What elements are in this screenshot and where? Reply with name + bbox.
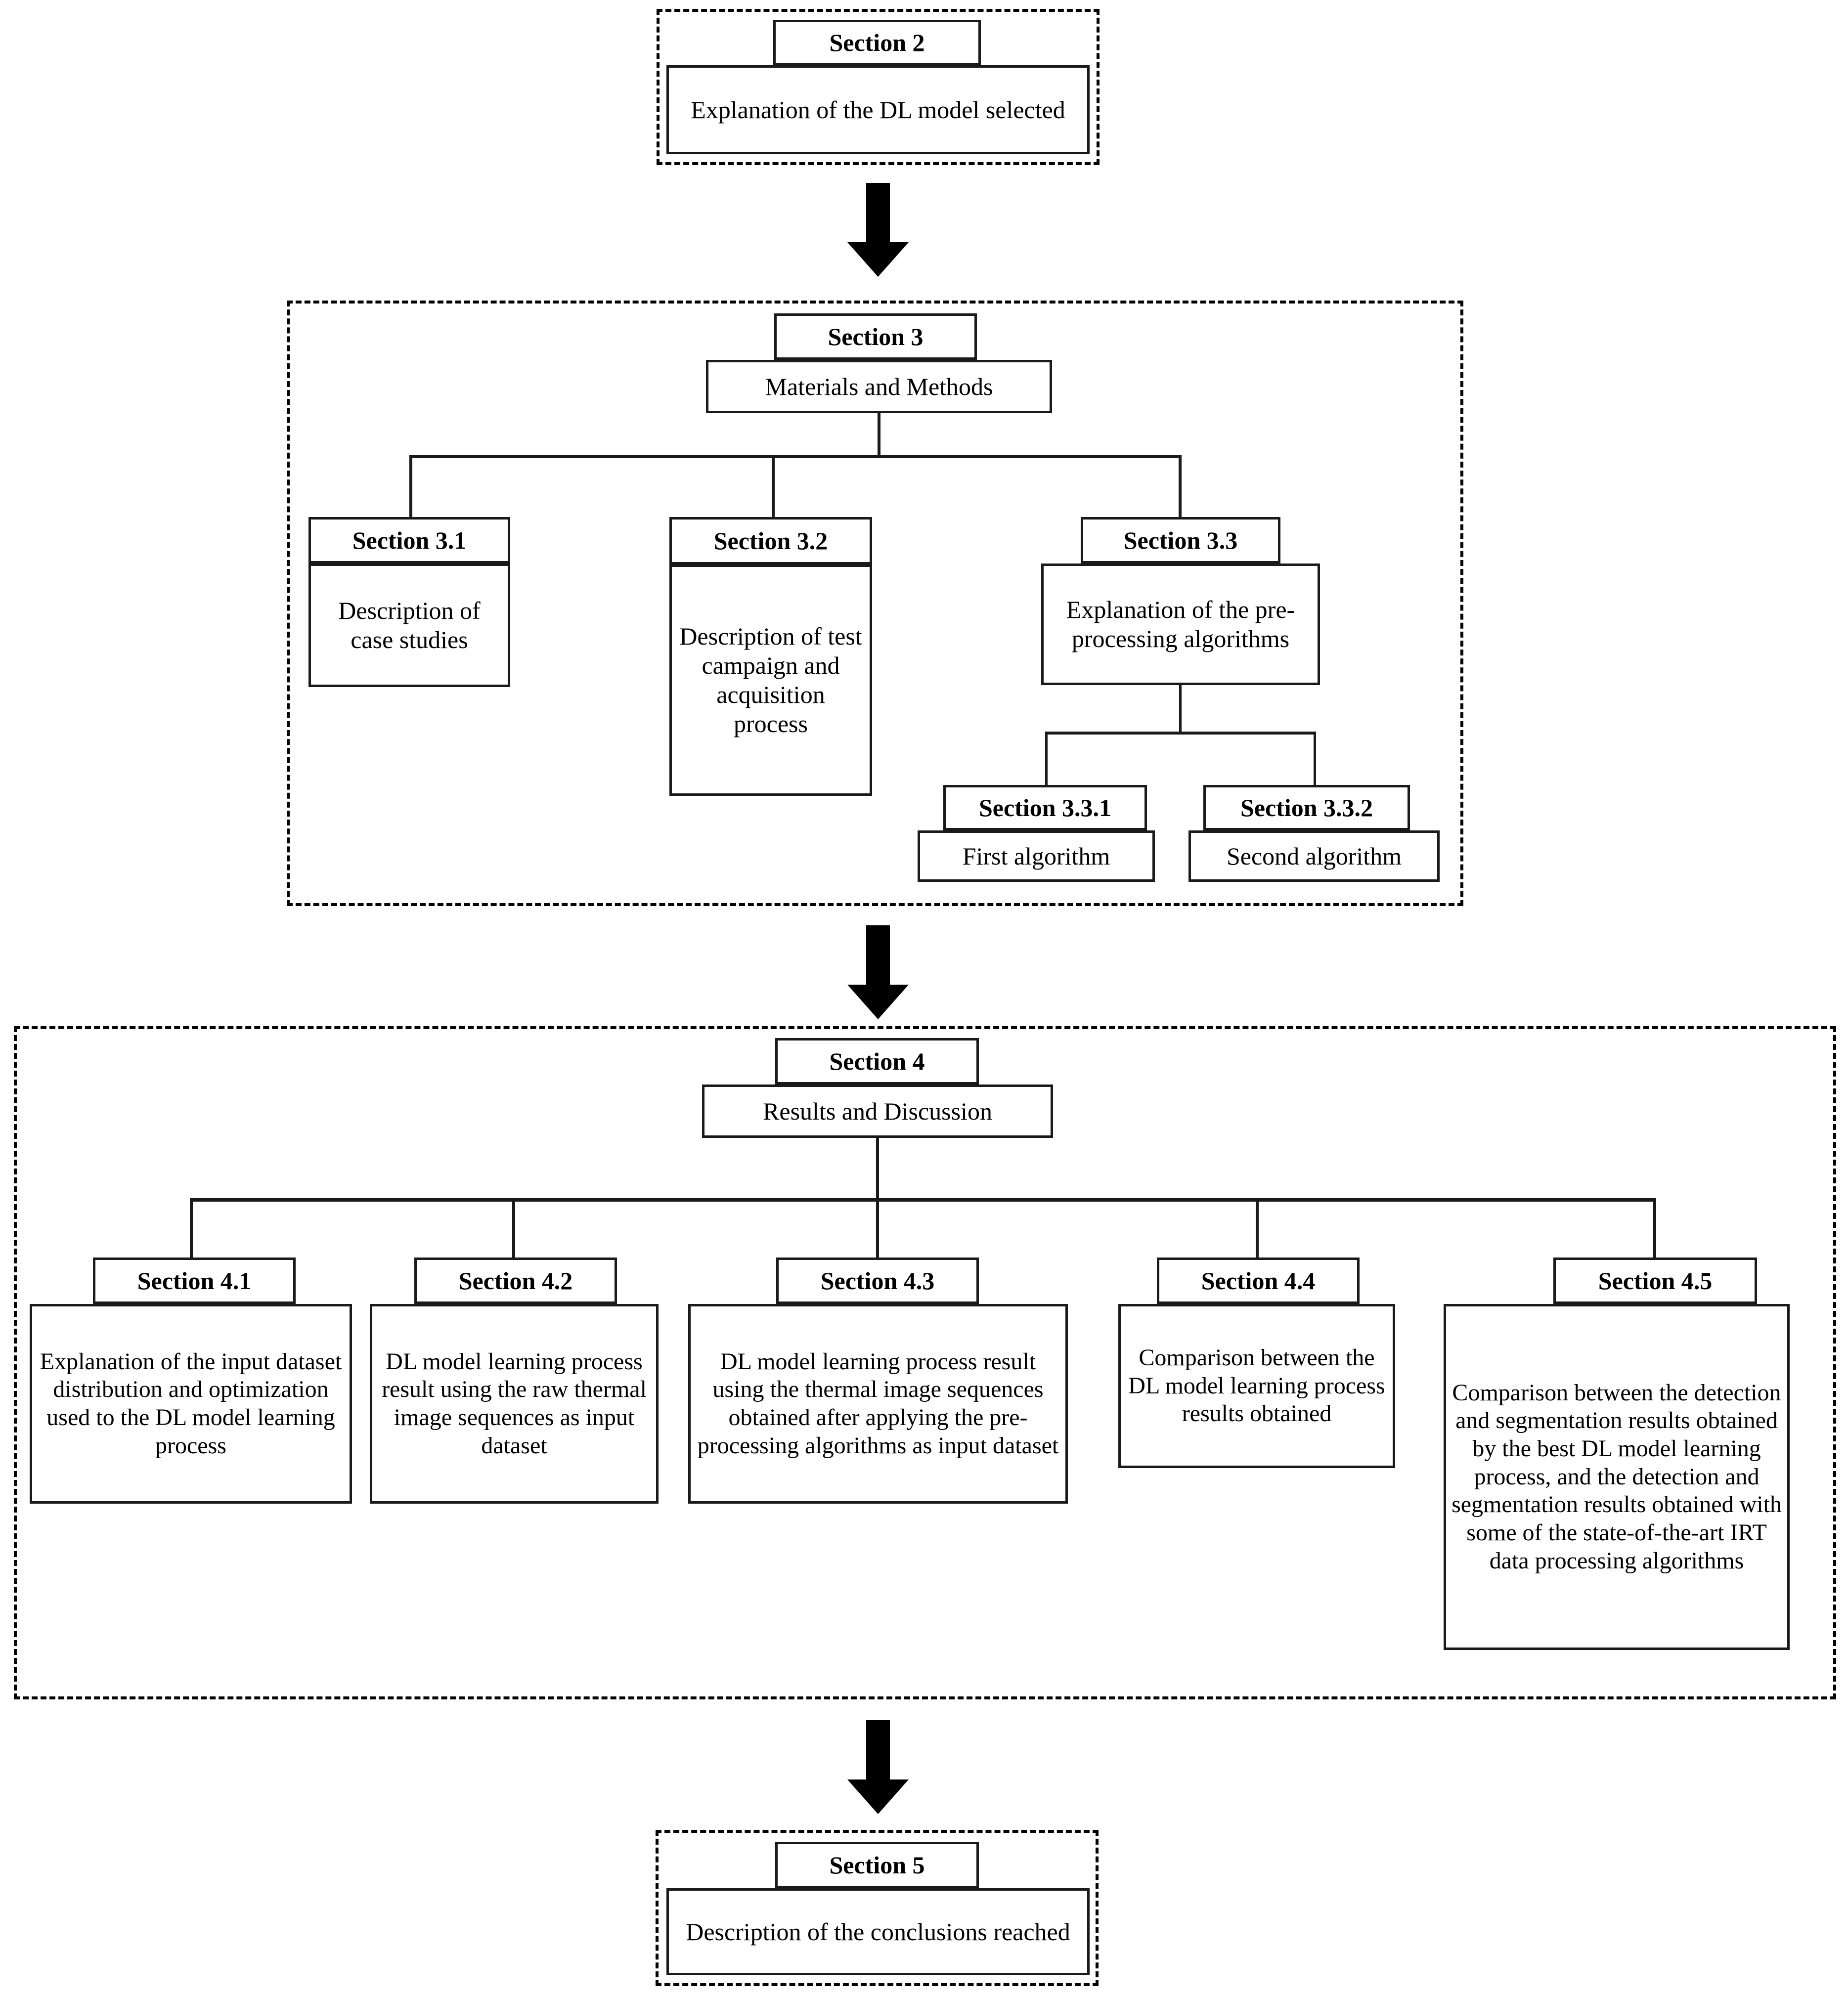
section4-3-header-label: Section 4.3 <box>820 1266 935 1295</box>
connector-s3-stem <box>878 413 880 457</box>
section4-3-body-label: DL model learning process result using t… <box>697 1348 1059 1459</box>
connector-s4-drop-4 <box>1256 1198 1259 1258</box>
arrow-3-to-4 <box>843 925 913 1019</box>
section5-header-box: Section 5 <box>775 1842 979 1888</box>
section4-4-header-box: Section 4.4 <box>1157 1258 1360 1304</box>
section4-3-body-box: DL model learning process result using t… <box>688 1304 1068 1504</box>
section4-5-header-label: Section 4.5 <box>1598 1266 1713 1295</box>
section3-3-1-body-label: First algorithm <box>962 842 1110 870</box>
section3-body-label: Materials and Methods <box>765 372 993 400</box>
connector-s3-drop-3 <box>1179 455 1182 519</box>
connector-s33-bus <box>1045 732 1316 735</box>
section4-3-header-box: Section 4.3 <box>776 1258 979 1304</box>
connector-s33-drop-1 <box>1045 732 1048 786</box>
arrow-shaft <box>866 183 890 244</box>
section4-header-label: Section 4 <box>829 1047 925 1075</box>
section3-3-header-box: Section 3.3 <box>1081 517 1280 564</box>
arrow-shaft <box>866 925 890 987</box>
section4-5-header-box: Section 4.5 <box>1553 1258 1757 1304</box>
section3-2-header-box: Section 3.2 <box>669 517 872 564</box>
arrow-shaft <box>866 1720 890 1781</box>
arrow-4-to-5 <box>843 1720 913 1814</box>
section3-3-2-body-box: Second algorithm <box>1188 830 1440 882</box>
connector-s33-stem <box>1179 685 1182 735</box>
connector-s4-drop-5 <box>1653 1198 1656 1258</box>
section3-group <box>287 301 1463 906</box>
section4-1-body-label: Explanation of the input dataset distrib… <box>40 1348 342 1459</box>
section4-body-label: Results and Discussion <box>763 1097 992 1125</box>
section2-group <box>657 9 1100 165</box>
section3-header-box: Section 3 <box>774 313 977 360</box>
section3-body-box: Materials and Methods <box>706 360 1052 413</box>
section5-body-label: Description of the conclusions reached <box>686 1917 1070 1946</box>
section4-header-box: Section 4 <box>775 1038 979 1084</box>
connector-s4-bus <box>190 1198 1656 1202</box>
connector-s3-drop-2 <box>772 455 775 523</box>
connector-s3-drop-1 <box>409 455 412 519</box>
section3-1-header-label: Section 3.1 <box>352 526 467 554</box>
arrow-head <box>847 985 909 1019</box>
section3-2-body-box: Description of test campaign and acquisi… <box>669 564 872 796</box>
connector-s4-drop-2 <box>512 1198 515 1258</box>
section4-body-box: Results and Discussion <box>702 1084 1053 1138</box>
section2-body-label: Explanation of the DL model selected <box>691 95 1065 124</box>
arrow-head <box>847 242 909 277</box>
section3-3-2-body-label: Second algorithm <box>1226 842 1402 870</box>
arrow-head <box>847 1779 909 1814</box>
section4-2-header-box: Section 4.2 <box>414 1258 617 1304</box>
section4-5-body-label: Comparison between the detection and seg… <box>1452 1379 1782 1574</box>
section3-1-body-box: Description of case studies <box>308 564 510 687</box>
section3-3-1-header-label: Section 3.3.1 <box>978 793 1112 822</box>
section4-2-body-label: DL model learning process result using t… <box>382 1348 647 1459</box>
section3-2-header-label: Section 3.2 <box>713 526 828 555</box>
section3-3-2-header-box: Section 3.3.2 <box>1203 785 1410 830</box>
section4-4-body-label: Comparison between the DL model learning… <box>1128 1344 1385 1427</box>
connector-s4-stem <box>876 1138 879 1201</box>
section3-3-1-body-box: First algorithm <box>918 830 1155 882</box>
section3-3-2-header-label: Section 3.3.2 <box>1240 793 1373 822</box>
section4-4-body-box: Comparison between the DL model learning… <box>1118 1304 1395 1468</box>
arrow-2-to-3 <box>843 183 913 277</box>
connector-s4-drop-1 <box>190 1198 193 1258</box>
section4-5-body-box: Comparison between the detection and seg… <box>1444 1304 1790 1650</box>
section4-2-header-label: Section 4.2 <box>458 1266 573 1295</box>
section3-3-body-label: Explanation of the pre-processing algori… <box>1066 596 1295 652</box>
connector-s4-drop-3 <box>876 1198 879 1258</box>
section5-body-box: Description of the conclusions reached <box>666 1888 1090 1975</box>
section5-group <box>656 1830 1099 1986</box>
section2-body-box: Explanation of the DL model selected <box>666 65 1090 154</box>
section4-2-body-box: DL model learning process result using t… <box>370 1304 659 1504</box>
section4-4-header-label: Section 4.4 <box>1201 1266 1316 1295</box>
section4-1-header-box: Section 4.1 <box>93 1258 296 1304</box>
section3-3-header-label: Section 3.3 <box>1123 526 1238 554</box>
section3-1-body-label: Description of case studies <box>338 597 481 653</box>
connector-s33-drop-2 <box>1314 732 1316 786</box>
section3-2-body-label: Description of test campaign and acquisi… <box>679 622 862 737</box>
section2-header-label: Section 2 <box>829 28 925 56</box>
section4-1-header-label: Section 4.1 <box>137 1266 252 1295</box>
section2-header-box: Section 2 <box>773 20 981 65</box>
section4-1-body-box: Explanation of the input dataset distrib… <box>30 1304 352 1504</box>
section3-3-body-box: Explanation of the pre-processing algori… <box>1041 564 1320 685</box>
connector-s3-bus <box>409 455 1181 458</box>
section3-header-label: Section 3 <box>828 322 924 350</box>
section3-1-header-box: Section 3.1 <box>308 517 510 564</box>
section3-3-1-header-box: Section 3.3.1 <box>943 785 1147 830</box>
section5-header-label: Section 5 <box>829 1851 925 1879</box>
section4-group <box>14 1026 1836 1699</box>
